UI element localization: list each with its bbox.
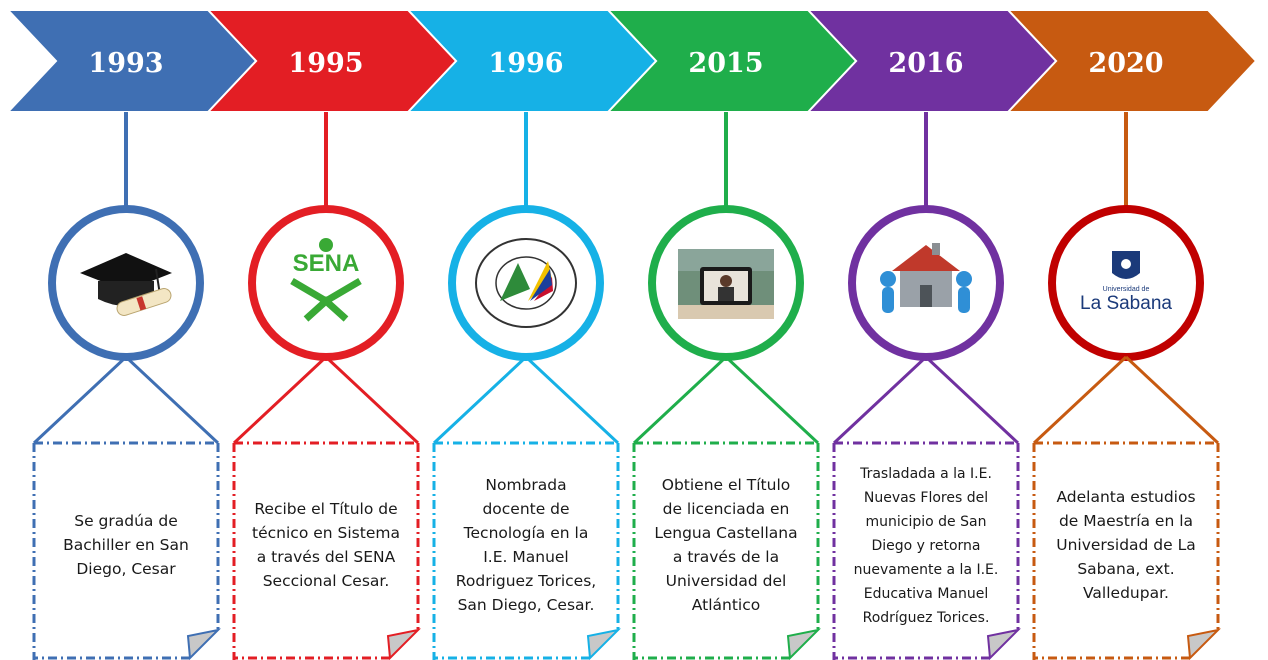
description-line: Rodriguez Torices, <box>456 572 596 590</box>
description-line: Diego, Cesar <box>76 560 176 578</box>
description-line: Se gradúa de <box>74 512 177 530</box>
sena-logo-icon: SENA <box>290 238 362 322</box>
description-line: Tecnología en la <box>463 524 589 542</box>
description-line: San Diego, Cesar. <box>458 596 595 614</box>
description-line: Trasladada a la I.E. <box>859 466 992 482</box>
description-line: a través del SENA <box>257 548 396 566</box>
description-line: Adelanta estudios <box>1056 488 1195 506</box>
year-label: 2015 <box>688 48 763 79</box>
description-line: de Maestría en la <box>1059 512 1193 530</box>
sabana-logo-text: La Sabana <box>1080 293 1172 314</box>
moving-house-icon <box>880 243 972 313</box>
callout-box <box>232 355 422 660</box>
graduation-cap-diploma-icon <box>80 253 172 316</box>
year-label: 1996 <box>488 48 563 79</box>
callout-box <box>632 355 822 660</box>
arrow-band <box>5 9 1258 113</box>
year-label: 2020 <box>1088 48 1163 79</box>
description-line: Nombrada <box>485 476 566 494</box>
description-line: Universidad de La <box>1056 536 1195 554</box>
description-line: Recibe el Título de <box>254 500 397 518</box>
callout-box <box>832 355 1022 660</box>
description-line: Seccional Cesar. <box>263 572 390 590</box>
description-line: Nuevas Flores del <box>864 490 988 506</box>
description-line: Valledupar. <box>1083 584 1169 602</box>
description-line: nuevamente a la I.E. <box>854 562 999 578</box>
description-line: municipio de San <box>866 514 987 530</box>
online-learning-tablet-icon <box>678 249 774 319</box>
callout-box <box>1032 355 1222 660</box>
description-line: Sabana, ext. <box>1077 560 1174 578</box>
year-label: 1995 <box>288 48 363 79</box>
year-label: 2016 <box>888 48 963 79</box>
description-line: Lengua Castellana <box>654 524 797 542</box>
sena-logo-text: SENA <box>293 250 360 277</box>
description-line: Obtiene el Título <box>662 476 790 494</box>
callout-box <box>432 355 622 660</box>
description-line: Rodríguez Torices. <box>863 610 990 626</box>
milestone-circle <box>248 205 404 361</box>
description-line: Atlántico <box>692 596 760 614</box>
sabana-logo-small-text: Universidad de <box>1103 286 1150 293</box>
description-line: Bachiller en San <box>63 536 189 554</box>
school-crest-icon <box>475 238 577 328</box>
description-line: Diego y retorna <box>872 538 981 554</box>
description-line: técnico en Sistema <box>252 524 400 542</box>
description-line: a través de la <box>673 548 779 566</box>
description-line: I.E. Manuel <box>483 548 569 566</box>
description-line: Educativa Manuel <box>864 586 988 602</box>
callout-box <box>32 355 222 660</box>
milestone-circle <box>1048 205 1204 361</box>
year-label: 1993 <box>88 48 163 79</box>
arrow-segment-1993 <box>5 9 258 113</box>
description-line: docente de <box>482 500 569 518</box>
description-line: de licenciada en <box>663 500 790 518</box>
description-line: Universidad del <box>666 572 787 590</box>
